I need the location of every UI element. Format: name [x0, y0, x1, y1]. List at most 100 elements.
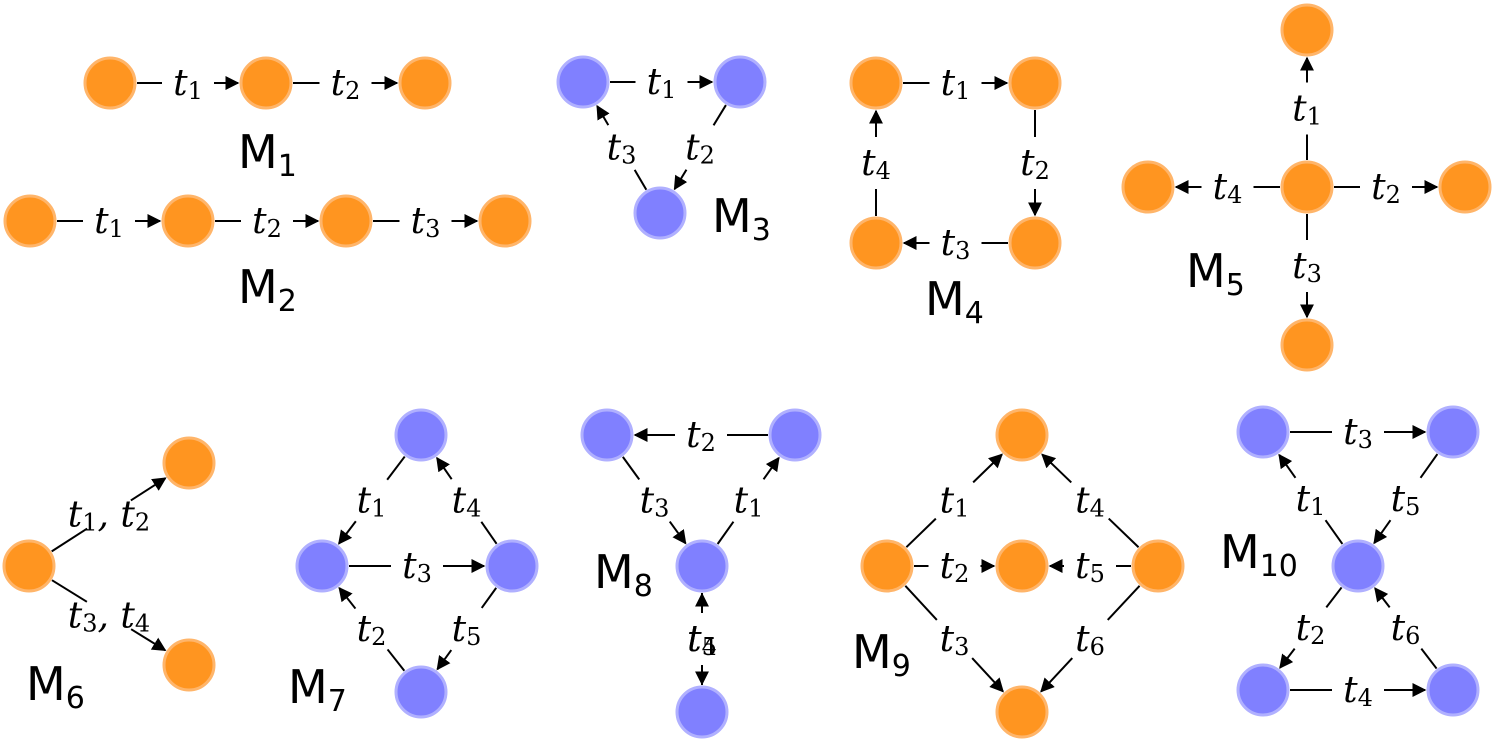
- m6-edge-2-arrow: [130, 628, 167, 652]
- m3-edge-3-tail: [633, 169, 648, 191]
- m5-node-2: [1280, 3, 1334, 57]
- m9-node-1: [860, 539, 914, 593]
- m2-node-1: [3, 194, 57, 248]
- m6-edge-2-tail: [51, 579, 88, 603]
- edges-layer: [51, 56, 1439, 697]
- m7-node-3: [485, 539, 539, 593]
- m4-node-3: [1008, 216, 1062, 270]
- m3-node-1: [556, 55, 610, 109]
- m2-node-3: [319, 194, 373, 248]
- m8-edge-3-arrow: [668, 520, 687, 545]
- m7-node-4: [394, 665, 448, 719]
- m5-edge-label-2: t2: [1371, 167, 1401, 210]
- motif-name-m8: M8: [594, 545, 653, 604]
- m10-edge-1-tail: [1324, 519, 1344, 545]
- m3-edge-label-2: t2: [685, 127, 715, 170]
- m9-edge-label-4: t4: [1075, 480, 1105, 523]
- m9-edge-label-2: t2: [940, 546, 970, 589]
- m3-edge-3-arrow: [596, 104, 610, 126]
- m8-edge-label-4: t4: [687, 619, 717, 662]
- m10-edge-5-tail: [1419, 453, 1439, 479]
- m9-edge-6-tail: [1106, 585, 1141, 621]
- m6-edge-1-arrow: [130, 477, 167, 502]
- m10-edge-label-2: t2: [1296, 608, 1326, 651]
- m1-edge-label-2: t2: [331, 63, 361, 106]
- motif-name-m3: M3: [712, 189, 771, 248]
- nodes-layer: [2, 3, 1492, 739]
- m6-edge-label-2: t3, t4: [68, 595, 150, 638]
- m7-edge-2-arrow: [338, 586, 357, 610]
- m10-edge-2-arrow: [1279, 648, 1296, 669]
- m10-edge-6-tail: [1420, 648, 1438, 670]
- m10-node-2: [1426, 405, 1480, 459]
- m8-edge-label-5: t5: [687, 619, 717, 662]
- m2-node-4: [478, 194, 532, 248]
- m9-edge-4-tail: [1108, 517, 1140, 548]
- m6-node-3: [162, 638, 216, 692]
- m1-edge-label-1: t1: [173, 63, 203, 106]
- m8-node-1: [580, 408, 634, 462]
- m4-edge-label-2: t2: [1020, 143, 1050, 186]
- m9-edge-label-5: t5: [1075, 546, 1105, 589]
- m6-edge-1-tail: [51, 527, 88, 553]
- m10-edge-6-arrow: [1374, 587, 1391, 608]
- m4-node-2: [1008, 56, 1062, 110]
- m7-edge-2-tail: [386, 648, 406, 672]
- m7-edge-label-5: t5: [452, 609, 482, 652]
- m7-node-2: [295, 539, 349, 593]
- m4-node-4: [849, 216, 903, 270]
- m7-edge-1-arrow: [338, 520, 357, 545]
- m8-edge-label-3: t3: [640, 480, 670, 523]
- m1-node-1: [83, 56, 137, 110]
- m9-node-4: [995, 685, 1049, 739]
- m9-edge-6-arrow: [1040, 657, 1074, 693]
- m6-node-2: [162, 436, 216, 490]
- m10-node-5: [1426, 663, 1480, 717]
- m9-edge-3-arrow: [971, 657, 1004, 693]
- m7-edge-4-tail: [480, 521, 498, 545]
- m9-node-5: [1131, 539, 1185, 593]
- motif-name-m5: M5: [1186, 244, 1245, 303]
- motif-name-m2: M2: [238, 260, 297, 319]
- m8-edge-1-arrow: [762, 456, 780, 480]
- m5-node-4: [1280, 318, 1334, 372]
- m7-edge-5-tail: [480, 587, 498, 609]
- m7-edge-1-tail: [386, 455, 406, 481]
- m10-edge-label-1: t1: [1296, 479, 1326, 522]
- m3-edge-2-tail: [712, 104, 727, 126]
- m9-edge-label-6: t6: [1075, 619, 1105, 662]
- motif-names: M1 M2 M3 M4 M5 M6 M7 M8 M9 M10: [26, 125, 1298, 719]
- m9-node-2: [995, 408, 1049, 462]
- m10-edge-5-arrow: [1373, 519, 1392, 545]
- motif-name-m9: M9: [852, 625, 911, 684]
- m1-node-2: [239, 56, 293, 110]
- m7-node-1: [394, 408, 448, 462]
- m10-edge-label-5: t5: [1391, 479, 1421, 522]
- m8-node-3: [675, 539, 729, 593]
- m2-edge-label-1: t1: [94, 201, 124, 244]
- m9-edge-label-1: t1: [940, 480, 970, 523]
- m10-edge-1-arrow: [1278, 453, 1297, 479]
- m8-edge-3-tail: [622, 456, 641, 481]
- m5-edge-label-1: t1: [1292, 88, 1322, 131]
- m2-edge-label-3: t3: [411, 201, 441, 244]
- m6-node-1: [2, 539, 56, 593]
- m5-node-5: [1121, 160, 1175, 214]
- m7-edge-label-3: t3: [402, 546, 432, 589]
- m3-edge-label-1: t1: [647, 62, 677, 105]
- motif-name-m4: M4: [925, 272, 984, 331]
- m7-edge-label-1: t1: [357, 480, 387, 523]
- motif-name-m1: M1: [238, 125, 297, 184]
- m8-edge-label-2: t2: [686, 415, 716, 458]
- m7-edge-label-2: t2: [357, 609, 387, 652]
- m8-edge-1-tail: [716, 521, 735, 545]
- m8-edge-label-1: t1: [734, 480, 764, 523]
- m5-node-1: [1280, 160, 1334, 214]
- m7-edge-label-4: t4: [452, 480, 482, 523]
- m8-node-2: [768, 408, 822, 462]
- m9-edge-1-tail: [905, 517, 937, 548]
- m7-edge-5-arrow: [436, 649, 453, 671]
- m4-edge-label-3: t3: [941, 223, 971, 266]
- m10-edge-2-tail: [1325, 586, 1343, 608]
